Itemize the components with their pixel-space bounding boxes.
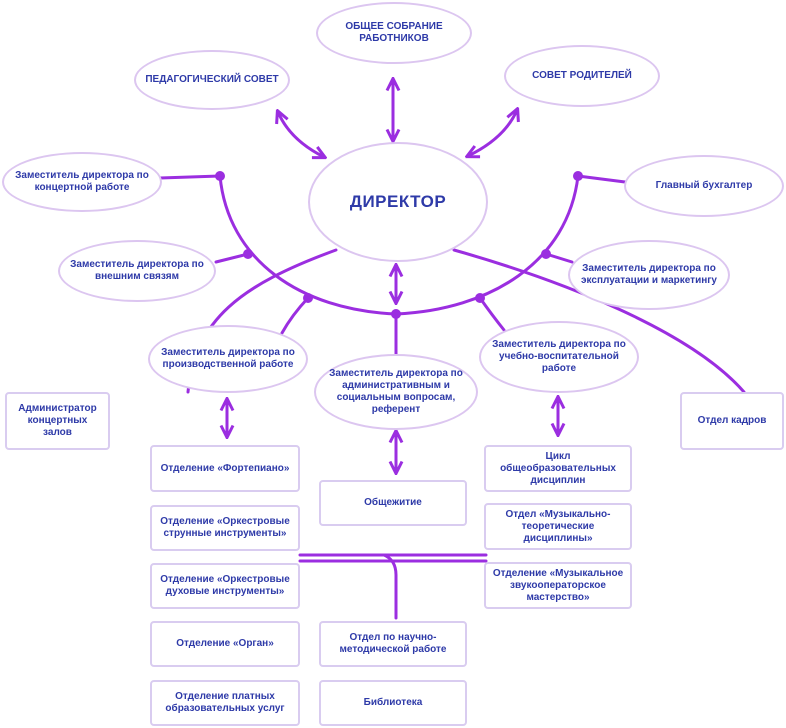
dormitory-label: Общежитие [364,497,422,508]
dept-organ-label: Отделение «Орган» [176,638,274,649]
dep-external-label: Заместитель директора по внешним связям [70,259,204,282]
dep-exploitation-label: Заместитель директора по эксплуатации и … [581,263,717,286]
line-director-hr [452,248,746,394]
dep-production-node: Заместитель директора по производственно… [148,325,308,393]
chief-accountant-label: Главный бухгалтер [655,180,753,191]
hr-dept-label: Отдел кадров [697,415,767,426]
general-meeting-node: ОБЩЕЕ СОБРАНИЕ РАБОТНИКОВ [316,2,472,64]
arrow-council-director [278,112,324,157]
dept-theory-box: Отдел «Музыкально-теоретические дисципли… [484,503,632,550]
dept-piano-box: Отделение «Фортепиано» [150,445,300,492]
ped-council-node: ПЕДАГОГИЧЕСКИЙ СОВЕТ [134,50,290,110]
parents-council-label: СОВЕТ РОДИТЕЛЕЙ [532,70,632,81]
dept-theory-label: Отдел «Музыкально-теоретические дисципли… [505,508,611,544]
arrow-parents-director [468,110,517,156]
dep-education-node: Заместитель директора по учебно-воспитат… [479,321,639,393]
dept-organ-box: Отделение «Орган» [150,621,300,667]
dept-winds-label: Отделение «Оркестровые духовые инструмен… [160,574,290,597]
dept-winds-box: Отделение «Оркестровые духовые инструмен… [150,563,300,609]
dep-production-label: Заместитель директора по производственно… [161,347,295,370]
parents-council-node: СОВЕТ РОДИТЕЛЕЙ [504,45,660,107]
dept-sound-label: Отделение «Музыкальное звукооператорское… [492,567,624,603]
director-node: ДИРЕКТОР [308,142,488,262]
dormitory-box: Общежитие [319,480,467,526]
director-label: ДИРЕКТОР [349,192,447,211]
library-box: Библиотека [319,680,467,726]
method-dept-box: Отдел по научно-методической работе [319,621,467,667]
cycle-general-label: Цикл общеобразовательных дисциплин [500,450,616,486]
concert-admin-box: Администратор концертных залов [5,392,110,450]
dep-external-node: Заместитель директора по внешним связям [58,240,216,302]
dep-education-label: Заместитель директора по учебно-воспитат… [492,339,626,374]
dept-paid-label: Отделение платных образовательных услуг [165,691,285,714]
dept-strings-box: Отделение «Оркестровые струнные инструме… [150,505,300,551]
general-meeting-label: ОБЩЕЕ СОБРАНИЕ РАБОТНИКОВ [345,21,443,44]
dep-exploitation-node: Заместитель директора по эксплуатации и … [568,240,730,310]
dep-admin-label: Заместитель директора по административны… [329,368,463,415]
dep-concert-node: Заместитель директора по концертной рабо… [2,152,162,212]
hr-dept-box: Отдел кадров [680,392,784,450]
chief-accountant-node: Главный бухгалтер [624,155,784,217]
cycle-general-box: Цикл общеобразовательных дисциплин [484,445,632,492]
dept-sound-box: Отделение «Музыкальное звукооператорское… [484,562,632,609]
ped-council-label: ПЕДАГОГИЧЕСКИЙ СОВЕТ [145,74,279,85]
dept-piano-label: Отделение «Фортепиано» [160,462,290,474]
dept-paid-box: Отделение платных образовательных услуг [150,680,300,726]
dept-strings-label: Отделение «Оркестровые струнные инструме… [160,516,290,539]
dep-admin-node: Заместитель директора по административны… [314,354,478,430]
concert-admin-label: Администратор концертных залов [18,403,97,438]
library-label: Библиотека [363,697,423,708]
method-dept-label: Отдел по научно-методической работе [339,632,447,655]
dep-concert-label: Заместитель директора по концертной рабо… [15,170,149,193]
